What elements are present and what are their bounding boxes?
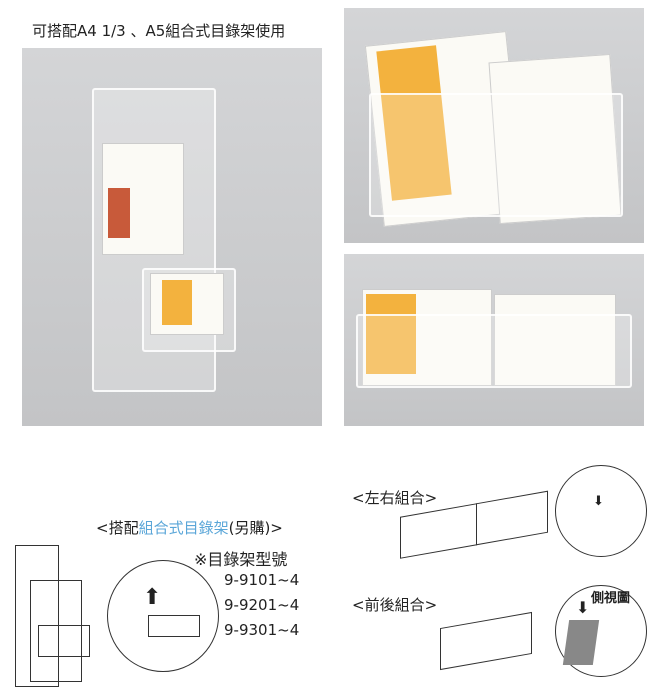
front-back-label: <前後組合> bbox=[352, 596, 438, 614]
join-detail-circle bbox=[555, 465, 647, 557]
arrow-up-icon: ⬆ bbox=[143, 585, 162, 610]
model-item: 9-9301~4 bbox=[224, 621, 300, 639]
accessory-heading: <搭配組合式目錄架(另購)> bbox=[96, 519, 283, 537]
models-title: ※目錄架型號 bbox=[194, 550, 288, 569]
holder-drawing bbox=[15, 545, 59, 687]
caption: 可搭配A4 1/3 、A5組合式目錄架使用 bbox=[32, 22, 286, 40]
product-photo-cards bbox=[344, 8, 644, 243]
front-back-drawing bbox=[440, 611, 532, 671]
side-by-side-drawing bbox=[400, 503, 477, 559]
arrow-down-icon: ⬇ bbox=[593, 494, 604, 509]
product-photo-main bbox=[22, 48, 322, 426]
side-view-label: 側視圖 bbox=[591, 591, 631, 606]
model-item: 9-9101~4 bbox=[224, 571, 300, 589]
detail-circle bbox=[107, 560, 219, 672]
side-by-side-label: <左右組合> bbox=[352, 489, 438, 507]
arrow-down-icon: ⬇ bbox=[576, 598, 590, 617]
model-item: 9-9201~4 bbox=[224, 596, 300, 614]
product-photo-pair bbox=[344, 254, 644, 426]
